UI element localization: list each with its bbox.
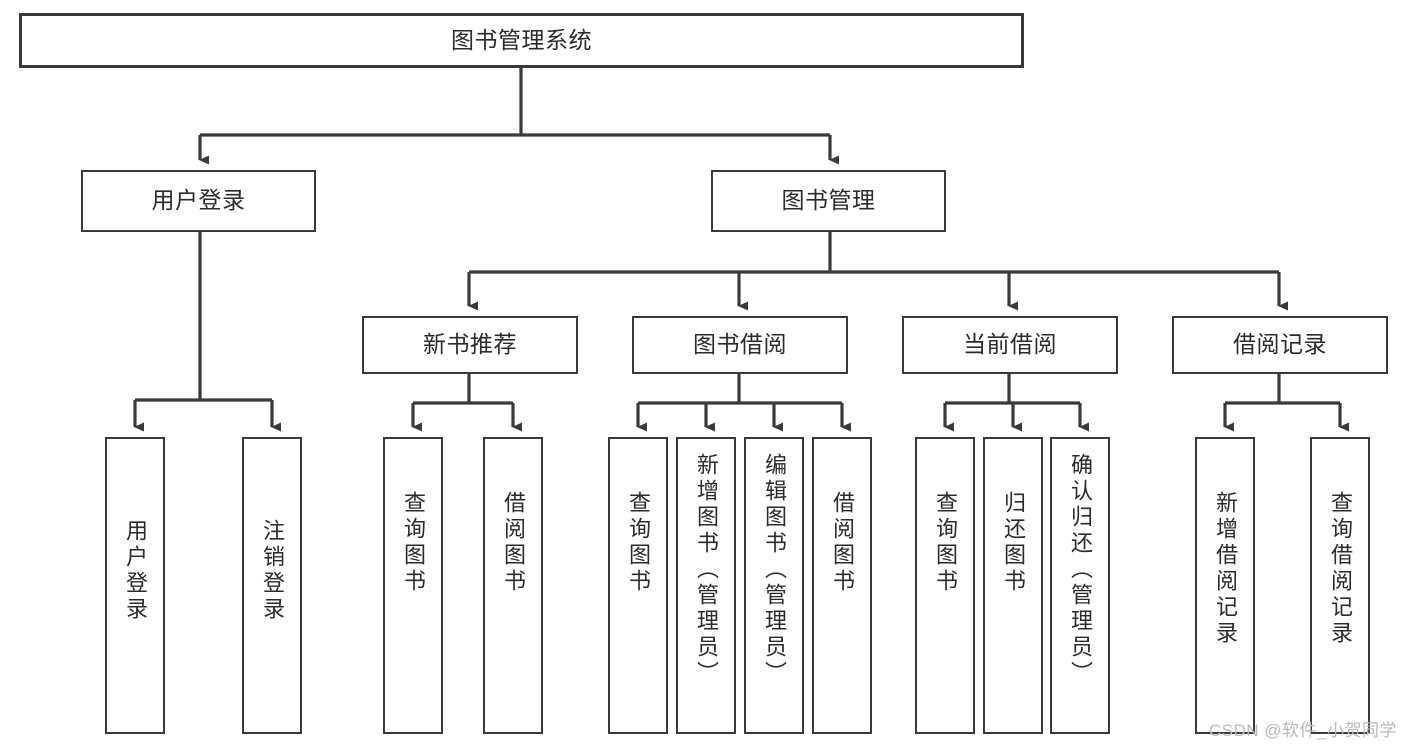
leaf-confirm-return[interactable]: 确认归还（管理员） bbox=[1050, 437, 1110, 734]
leaf-edit-book-label: 编辑图书（管理员） bbox=[762, 453, 787, 687]
leaf-query-record-label: 查询借阅记录 bbox=[1328, 491, 1353, 647]
leaf-borrow-book-2-label: 借阅图书 bbox=[830, 491, 855, 595]
leaf-query-book-1-label: 查询图书 bbox=[401, 491, 426, 595]
leaf-query-book-1[interactable]: 查询图书 bbox=[383, 437, 443, 734]
leaf-user-login[interactable]: 用户登录 bbox=[105, 437, 165, 734]
node-root-label: 图书管理系统 bbox=[451, 26, 592, 53]
leaf-add-book[interactable]: 新增图书（管理员） bbox=[676, 437, 736, 734]
leaf-logout-label: 注销登录 bbox=[260, 519, 285, 623]
leaf-query-book-3-label: 查询图书 bbox=[933, 491, 958, 595]
leaf-borrow-book-1-label: 借阅图书 bbox=[501, 491, 526, 595]
node-current-borrow[interactable]: 当前借阅 bbox=[902, 316, 1118, 374]
leaf-add-record[interactable]: 新增借阅记录 bbox=[1195, 437, 1255, 734]
leaf-query-book-2[interactable]: 查询图书 bbox=[608, 437, 668, 734]
node-borrow-record-label: 借阅记录 bbox=[1233, 331, 1327, 358]
node-user-login-label: 用户登录 bbox=[151, 187, 246, 214]
leaf-query-book-3[interactable]: 查询图书 bbox=[915, 437, 975, 734]
leaf-query-record[interactable]: 查询借阅记录 bbox=[1310, 437, 1370, 734]
csdn-watermark: CSDN @软件_小贺同学 bbox=[1208, 721, 1397, 740]
leaf-borrow-book-1[interactable]: 借阅图书 bbox=[483, 437, 543, 734]
node-current-borrow-label: 当前借阅 bbox=[963, 331, 1057, 358]
node-book-borrow-label: 图书借阅 bbox=[693, 331, 787, 358]
node-borrow-record[interactable]: 借阅记录 bbox=[1172, 316, 1388, 374]
leaf-add-record-label: 新增借阅记录 bbox=[1213, 491, 1238, 647]
node-root[interactable]: 图书管理系统 bbox=[19, 13, 1024, 68]
leaf-confirm-return-label: 确认归还（管理员） bbox=[1068, 453, 1093, 687]
leaf-borrow-book-2[interactable]: 借阅图书 bbox=[812, 437, 872, 734]
node-book-manage-label: 图书管理 bbox=[781, 187, 876, 214]
node-new-book-rec-label: 新书推荐 bbox=[423, 331, 517, 358]
leaf-return-book-label: 归还图书 bbox=[1001, 491, 1026, 595]
leaf-edit-book[interactable]: 编辑图书（管理员） bbox=[744, 437, 804, 734]
leaf-query-book-2-label: 查询图书 bbox=[626, 491, 651, 595]
node-book-borrow[interactable]: 图书借阅 bbox=[632, 316, 848, 374]
leaf-user-login-label: 用户登录 bbox=[123, 519, 148, 623]
leaf-add-book-label: 新增图书（管理员） bbox=[694, 453, 719, 687]
node-new-book-rec[interactable]: 新书推荐 bbox=[362, 316, 578, 374]
node-user-login[interactable]: 用户登录 bbox=[81, 170, 316, 232]
node-book-manage[interactable]: 图书管理 bbox=[711, 170, 946, 232]
leaf-return-book[interactable]: 归还图书 bbox=[983, 437, 1043, 734]
leaf-logout[interactable]: 注销登录 bbox=[242, 437, 302, 734]
